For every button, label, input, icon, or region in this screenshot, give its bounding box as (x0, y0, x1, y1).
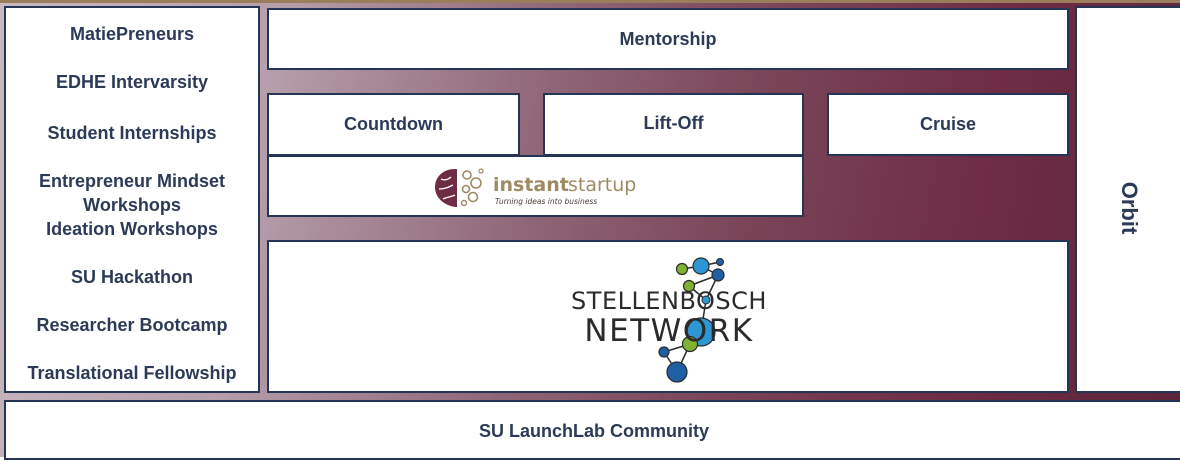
stellenbosch-word: STELLENBOSCH (571, 287, 767, 315)
countdown-box: Countdown (267, 93, 520, 156)
orbit-label: Orbit (1117, 181, 1142, 235)
stellenbosch-network-logo: STELLENBOSCH NETWORK (571, 257, 767, 383)
program-entrepreneur-mindset-workshops: Entrepreneur Mindset Workshops (38, 171, 226, 215)
stellenbosch-network-box: STELLENBOSCH NETWORK (267, 240, 1069, 393)
network-node (682, 279, 696, 293)
startup-word: startup (568, 174, 636, 196)
program-student-internships: Student Internships (47, 123, 217, 143)
network-node (716, 258, 724, 266)
program-translational-fellowship: Translational Fellowship (27, 363, 237, 383)
network-node (675, 262, 689, 276)
community-label: SU LaunchLab Community (478, 421, 709, 441)
instant-word: instant (493, 174, 569, 196)
program-matiepreneurs: MatiePreneurs (69, 24, 195, 44)
countdown-label: Countdown (344, 114, 443, 134)
mentorship-box: Mentorship (267, 8, 1069, 70)
left-programs-panel: MatiePreneurs EDHE Intervarsity Student … (4, 6, 260, 393)
network-word: NETWORK (584, 313, 753, 349)
instant-startup-box: instant startup Turning ideas into busin… (267, 155, 804, 217)
brain-icon (435, 168, 484, 207)
network-node (666, 361, 688, 383)
mentorship-label: Mentorship (619, 28, 717, 49)
liftoff-label: Lift-Off (643, 113, 704, 133)
cruise-label: Cruise (919, 114, 977, 134)
cruise-box: Cruise (827, 93, 1069, 156)
instant-startup-tagline: Turning ideas into business (495, 197, 597, 206)
network-node (692, 257, 710, 275)
network-nodes (658, 257, 725, 383)
network-node (658, 346, 670, 358)
orbit-box: Orbit (1075, 6, 1180, 393)
program-ideation-workshops: Ideation Workshops (46, 219, 218, 239)
network-node (681, 335, 699, 353)
community-box: SU LaunchLab Community (4, 400, 1180, 460)
program-edhe-intervarsity: EDHE Intervarsity (55, 72, 209, 92)
instant-startup-logo: instant startup Turning ideas into busin… (435, 168, 636, 207)
program-researcher-bootcamp: Researcher Bootcamp (36, 315, 228, 335)
program-su-hackathon: SU Hackathon (70, 267, 194, 287)
top-accent-line (0, 0, 1180, 3)
network-node (701, 295, 711, 305)
network-node (711, 268, 725, 282)
liftoff-box: Lift-Off (543, 93, 804, 156)
